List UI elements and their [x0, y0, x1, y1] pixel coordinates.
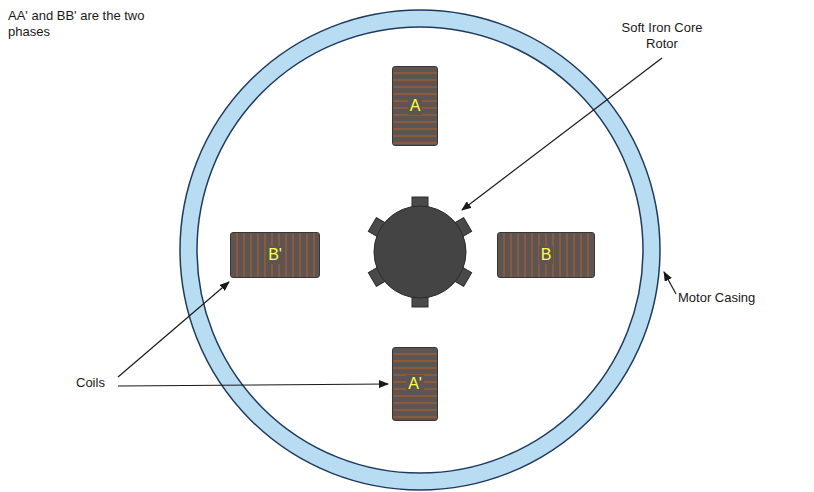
annotation-label: Motor Casing [678, 290, 798, 306]
rotor [368, 197, 471, 307]
coil: B' [230, 232, 320, 278]
phase-label: A' [406, 375, 424, 393]
coil: A' [392, 347, 438, 421]
phase-label: B' [266, 246, 284, 264]
annotation-label: Coils [76, 375, 116, 391]
phase-label: A [408, 97, 423, 115]
casing-inner [197, 27, 643, 473]
coil: A [392, 66, 438, 146]
annotation-label: AA' and BB' are the two phases [8, 8, 178, 40]
motor-casing [180, 10, 660, 490]
phase-label: B [539, 246, 554, 264]
annotation-label: Soft Iron Core Rotor [612, 20, 712, 52]
coil: B [497, 232, 595, 278]
leader-lines [118, 58, 676, 386]
